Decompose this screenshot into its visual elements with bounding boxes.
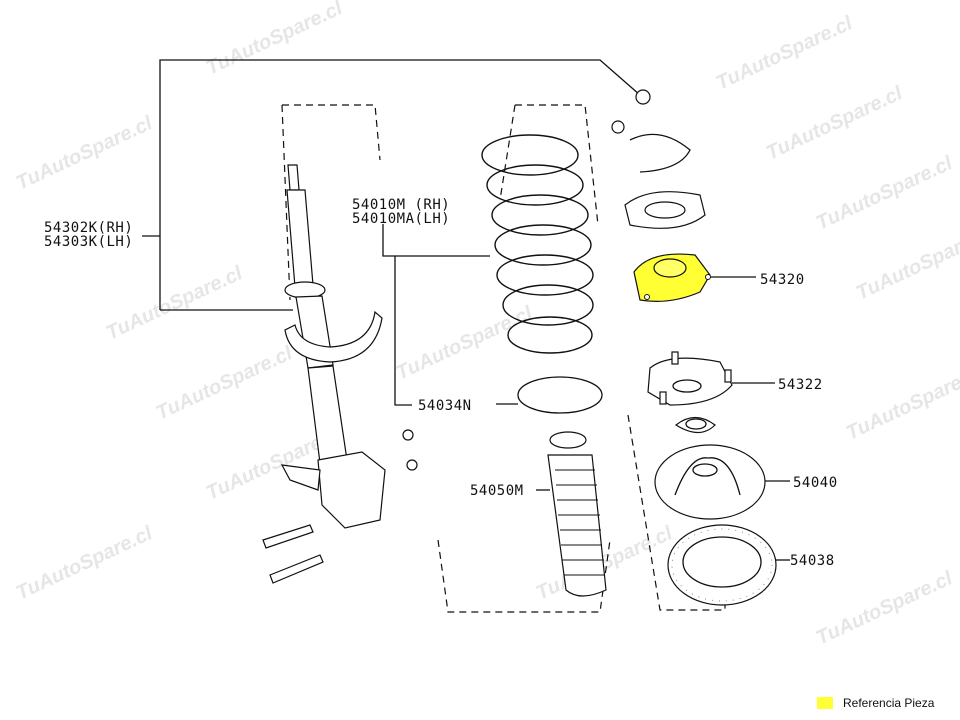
spring-seat (654, 444, 790, 520)
svg-text:TuAutoSpare.cl: TuAutoSpare.cl (153, 342, 296, 424)
svg-text:TuAutoSpare.cl: TuAutoSpare.cl (533, 522, 676, 604)
legend-swatch (817, 697, 833, 709)
svg-text:TuAutoSpare.cl: TuAutoSpare.cl (763, 82, 906, 164)
mount-insulator-highlight (633, 253, 756, 302)
strut-assembly (142, 59, 641, 584)
callout-mount-bracket: 54322 (778, 377, 823, 393)
legend-label: Referencia Pieza (843, 696, 935, 710)
svg-text:TuAutoSpare.cl: TuAutoSpare.cl (13, 112, 156, 194)
svg-text:TuAutoSpare.cl: TuAutoSpare.cl (203, 0, 346, 80)
callout-spring-seat: 54040 (793, 475, 838, 491)
callout-rubber-seat: 54038 (790, 553, 835, 569)
callout-seat: 54034N (418, 398, 472, 414)
svg-text:TuAutoSpare.cl: TuAutoSpare.cl (713, 12, 856, 94)
rubber-seat (667, 524, 790, 606)
svg-text:TuAutoSpare.cl: TuAutoSpare.cl (393, 302, 536, 384)
svg-text:TuAutoSpare.cl: TuAutoSpare.cl (813, 567, 956, 649)
callout-spring-lh: 54010MA(LH) (352, 211, 450, 227)
callout-bound-bumper: 54050M (470, 483, 524, 499)
svg-text:TuAutoSpare.cl: TuAutoSpare.cl (103, 262, 246, 344)
callout-strut-lh: 54303K(LH) (44, 234, 133, 250)
mount-bracket (647, 351, 775, 434)
top-hardware (611, 89, 706, 229)
coil-spring (382, 104, 603, 414)
svg-text:TuAutoSpare.cl: TuAutoSpare.cl (813, 152, 956, 234)
svg-text:TuAutoSpare.cl: TuAutoSpare.cl (13, 522, 156, 604)
callout-mount-insulator: 54320 (760, 272, 805, 288)
svg-text:TuAutoSpare.cl: TuAutoSpare.cl (853, 222, 960, 304)
legend: Referencia Pieza (817, 696, 934, 710)
bound-bumper (437, 431, 611, 613)
callout-spring-rh: 54010M (RH) (352, 197, 450, 213)
svg-text:TuAutoSpare.cl: TuAutoSpare.cl (843, 362, 960, 444)
callout-strut-rh: 54302K(RH) (44, 220, 133, 236)
